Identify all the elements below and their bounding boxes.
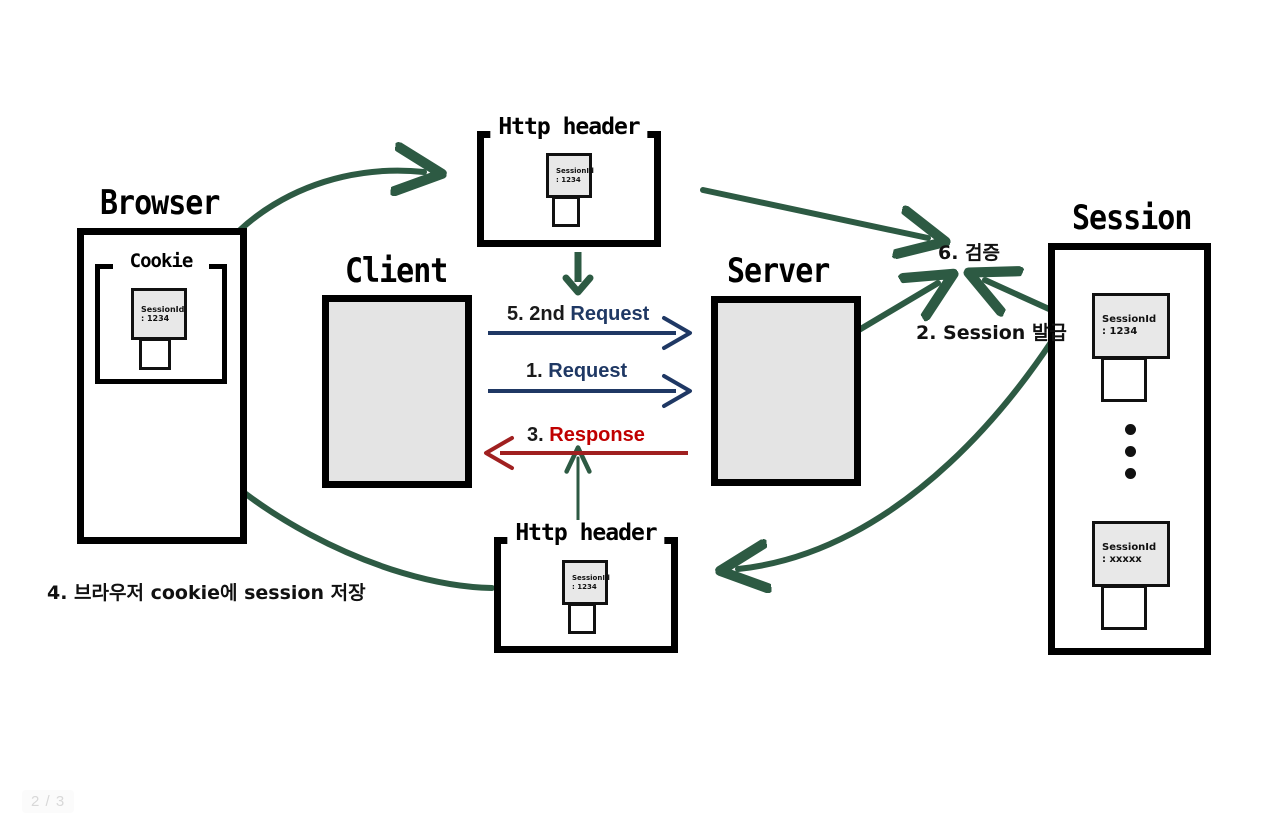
ellipsis-dot xyxy=(1125,424,1136,435)
session-card-1-head: SessionId : 1234 xyxy=(1092,293,1170,359)
session-card-2-line1: SessionId xyxy=(1102,542,1157,554)
cookie-card-line1: SessionId xyxy=(141,304,185,314)
http-header-bottom-card: SessionId : 1234 xyxy=(562,560,610,635)
cookie-card-head: SessionId : 1234 xyxy=(131,288,187,340)
session-card-2-head: SessionId : xxxxx xyxy=(1092,521,1170,587)
http-header-bottom-border-right xyxy=(652,537,678,544)
http-header-bottom-border-left xyxy=(494,537,520,544)
http-header-bottom-card-head: SessionId : 1234 xyxy=(562,560,610,605)
session-card-1: SessionId : 1234 xyxy=(1092,293,1170,403)
http-header-bottom-card-tab xyxy=(568,603,596,634)
arrow-http-header-to-verify xyxy=(700,187,928,238)
session-card-2-line2: : xxxxx xyxy=(1102,554,1142,565)
label-request-num: 1. xyxy=(526,360,543,382)
http-header-bottom-card-line1: SessionId xyxy=(572,574,610,583)
http-header-bottom-group: Http header xyxy=(494,520,678,653)
cookie-group: Cookie xyxy=(95,250,227,384)
cookie-card-tab xyxy=(139,338,171,370)
session-card-1-line2: : 1234 xyxy=(1102,326,1138,337)
http-header-top-border-left xyxy=(477,131,503,138)
label-request: 1. Request xyxy=(526,360,627,383)
cookie-group-frame xyxy=(95,264,227,384)
browser-cookie-card: SessionId : 1234 xyxy=(131,288,187,370)
server-title: Server xyxy=(727,251,830,291)
session-card-2-tab xyxy=(1101,585,1147,630)
server-box xyxy=(711,296,861,486)
http-header-top-title: Http header xyxy=(490,114,648,140)
arrow-down-head xyxy=(562,274,594,296)
http-header-top-card-tab xyxy=(552,196,580,227)
label-session-issue: 2. Session 발급 xyxy=(916,322,1067,344)
cookie-card-line2: : 1234 xyxy=(141,314,170,323)
http-header-top-group: Http header xyxy=(477,114,661,247)
label-response-num: 3. xyxy=(527,424,544,446)
ellipsis-dot xyxy=(1125,468,1136,479)
http-header-top-card: SessionId : 1234 xyxy=(546,153,594,228)
ellipsis-dot xyxy=(1125,446,1136,457)
cookie-group-title: Cookie xyxy=(121,250,201,272)
session-title: Session xyxy=(1072,198,1192,238)
label-2nd-request-num: 5. xyxy=(507,303,524,325)
http-header-top-card-line1: SessionId xyxy=(556,167,594,176)
http-header-bottom-frame xyxy=(494,537,678,653)
label-request-word: Request xyxy=(548,360,628,382)
arrow-session-to-verify xyxy=(985,280,1052,309)
session-card-1-line1: SessionId xyxy=(1102,314,1157,326)
browser-title: Browser xyxy=(100,183,220,223)
label-2nd-request-mid: 2nd xyxy=(529,303,565,325)
label-2nd-request: 5. 2nd Request xyxy=(507,303,649,326)
page-indicator: 2 / 3 xyxy=(22,790,75,813)
http-header-top-card-line2: : 1234 xyxy=(556,175,581,184)
label-response-word: Response xyxy=(549,424,645,446)
session-ellipsis xyxy=(1125,424,1136,479)
http-header-bottom-title: Http header xyxy=(507,520,665,546)
http-header-top-card-head: SessionId : 1234 xyxy=(546,153,594,198)
label-verify: 6. 검증 xyxy=(938,242,1001,264)
client-title: Client xyxy=(345,251,448,291)
http-header-top-frame xyxy=(477,131,661,247)
http-header-top-border-right xyxy=(635,131,661,138)
label-2nd-request-word: Request xyxy=(570,303,650,325)
session-card-1-tab xyxy=(1101,357,1147,402)
label-store-cookie: 4. 브라우저 cookie에 session 저장 xyxy=(47,582,366,604)
cookie-group-border-right xyxy=(209,264,227,269)
http-header-bottom-card-line2: : 1234 xyxy=(572,582,597,591)
client-box xyxy=(322,295,472,488)
session-card-2: SessionId : xxxxx xyxy=(1092,521,1170,631)
label-response: 3. Response xyxy=(527,424,645,447)
cookie-group-border-left xyxy=(95,264,113,269)
browser-box xyxy=(77,228,247,544)
